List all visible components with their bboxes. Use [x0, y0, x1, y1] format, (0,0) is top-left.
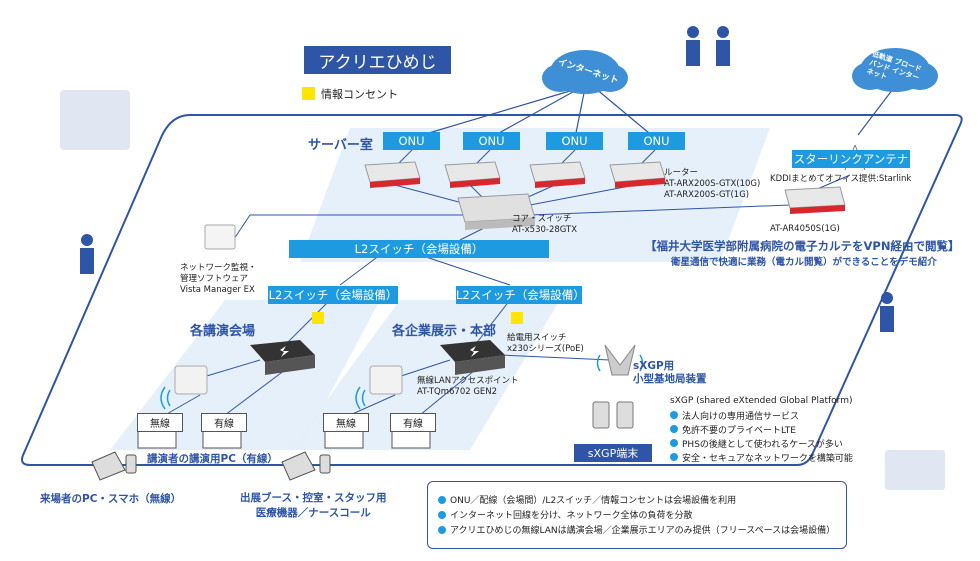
- legend-label: 情報コンセント: [321, 88, 398, 101]
- sxgp-bullet: 安全・セキュアなネットワークを構築可能: [670, 450, 853, 464]
- starlink-antenna-label: スターリンクアンテナ: [792, 150, 910, 168]
- vpn-demo-title: 【福井大学医学部附属病院の電子カルテをVPN経由で閲覧】: [645, 239, 960, 253]
- sxgp-description: sXGP (shared eXtended Global Platform): [670, 396, 853, 406]
- onu-label-1: ONU: [383, 132, 440, 150]
- wireless-label-lecture: 無線: [137, 413, 183, 432]
- onu-label-2: ONU: [463, 132, 520, 150]
- server-room-label: サーバー室: [308, 138, 373, 153]
- notes-box: ONU／配線（会場間）/L2スイッチ／情報コンセントは会場設備を利用 インターネ…: [427, 481, 847, 549]
- exhibit-area-label: 各企業展示・本部: [392, 324, 497, 339]
- sxgp-bullet: PHSの後継として使われるケースが多い: [670, 436, 853, 450]
- lecturer-pc-label: 講演者の講演用PC（有線）: [147, 453, 278, 465]
- l2-switch-main: L2スイッチ（会場設備）: [289, 240, 549, 258]
- vista-manager-label: ネットワーク監視・ 管理ソフトウェア Vista Manager EX: [180, 263, 257, 295]
- vpn-demo-subtitle: 衛星通信で快適に業務（電カル閲覧）ができることをデモ紹介: [671, 257, 937, 268]
- wired-label-lecture: 有線: [201, 413, 247, 432]
- visitor-pc-label: 来場者のPC・スマホ（無線）: [40, 493, 182, 505]
- starlink-router-label: AT-AR4050S(1G): [770, 224, 840, 234]
- l2-switch-exhibit: L2スイッチ（会場設備）: [456, 286, 585, 304]
- info-outlet-legend-swatch: [302, 87, 315, 100]
- access-point-label: 無線LANアクセスポイント AT-TQm6702 GEN2: [417, 376, 519, 397]
- note-line: インターネット回線を分け、ネットワーク全体の負荷を分散: [438, 507, 836, 522]
- info-outlet-lecture: [312, 312, 324, 324]
- wired-label-exhibit: 有線: [390, 413, 436, 432]
- wireless-label-exhibit: 無線: [323, 413, 369, 432]
- note-line: アクリエひめじの無線LANは講演会場／企業展示エリアのみ提供（フリースペースは会…: [438, 522, 836, 537]
- poe-switch-label: 給電用スイッチ x230シリーズ(PoE): [507, 333, 584, 354]
- exhibit-pc-label: 出展ブース・控室・スタッフ用 医療機器／ナースコール: [240, 492, 387, 519]
- sxgp-bullet-list: 法人向けの専用通信サービス 免許不要のプライベートLTE PHSの後継として使わ…: [670, 408, 853, 464]
- l2-switch-lecture: L2スイッチ（会場設備）: [268, 286, 398, 304]
- router-label: ルーター AT-ARX200S-GTX(10G) AT-ARX200S-GT(1…: [664, 168, 761, 200]
- page-title: アクリエひめじ: [304, 46, 451, 74]
- info-outlet-exhibit: [511, 312, 523, 324]
- sxgp-bullet: 法人向けの専用通信サービス: [670, 408, 853, 422]
- onu-label-4: ONU: [628, 132, 685, 150]
- lecture-area-label: 各講演会場: [190, 324, 256, 339]
- sxgp-station-label: sXGP用 小型基地局装置: [633, 360, 707, 385]
- sxgp-bullet: 免許不要のプライベートLTE: [670, 422, 853, 436]
- note-line: ONU／配線（会場間）/L2スイッチ／情報コンセントは会場設備を利用: [438, 492, 836, 507]
- starlink-provider: KDDIまとめてオフィス提供:Starlink: [770, 174, 912, 184]
- onu-label-3: ONU: [546, 132, 603, 150]
- core-switch-label: コア・スイッチ AT-x530-28GTX: [512, 214, 578, 235]
- sxgp-terminal-label: sXGP端末: [574, 444, 652, 462]
